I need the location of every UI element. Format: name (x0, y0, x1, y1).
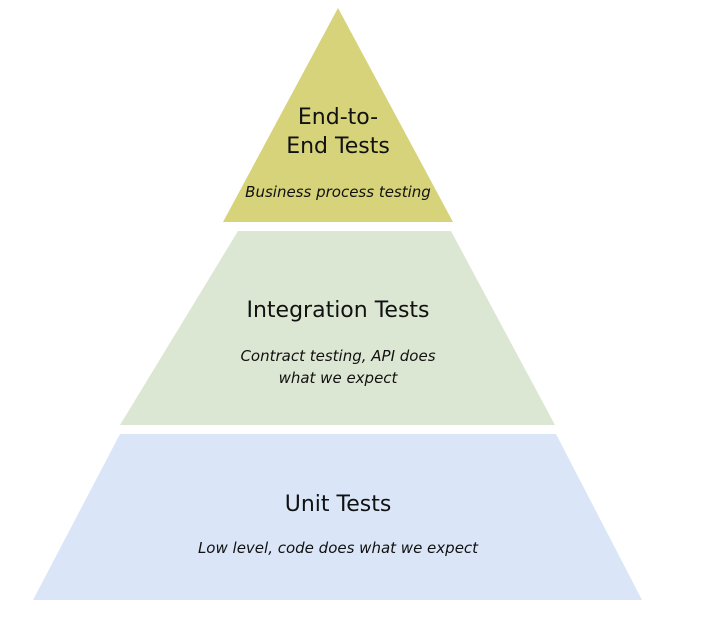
tier-unit (33, 434, 642, 600)
e2e-title: End-to- End Tests (238, 103, 438, 161)
integration-subtitle-line1: Contract testing, API does (240, 347, 436, 365)
unit-title: Unit Tests (284, 492, 392, 517)
tier-end-to-end (223, 8, 453, 222)
integration-subtitle-line2: what we expect (278, 369, 398, 387)
e2e-subtitle: Business process testing (245, 183, 431, 201)
e2e-title-line2: End Tests (286, 134, 390, 159)
integration-title: Integration Tests (246, 298, 430, 323)
unit-subtitle: Low level, code does what we expect (197, 539, 479, 557)
integration-subtitle: Contract testing, API does what we expec… (168, 345, 508, 389)
tier-integration (120, 231, 555, 425)
e2e-title-line1: End-to- (297, 105, 379, 130)
